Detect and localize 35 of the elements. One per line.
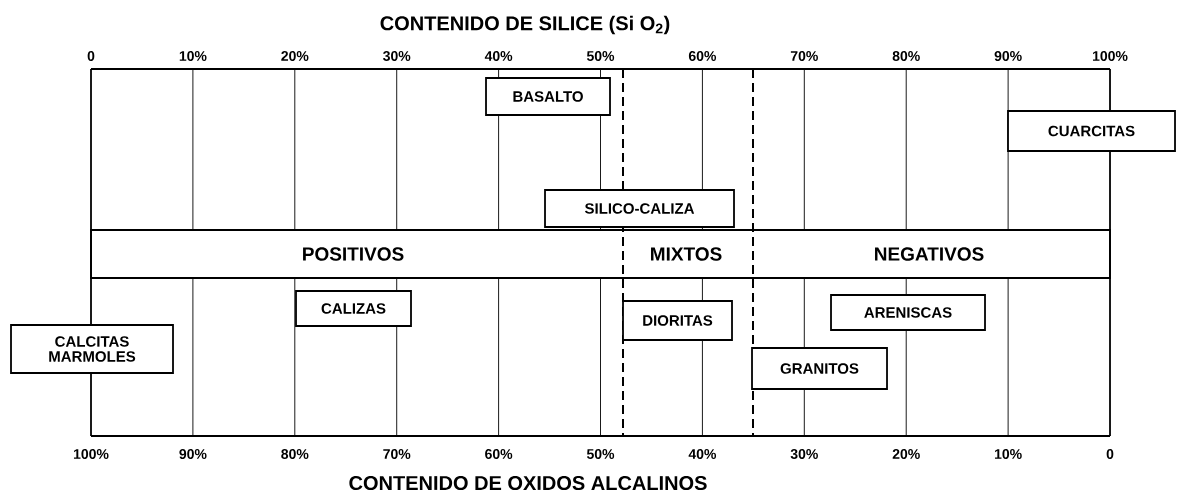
axis-title: CONTENIDO DE SILICE (Si O$_{2}$)	[380, 15, 670, 35]
tick-label: 40%	[484, 51, 513, 61]
rock-type-box: ARENISCAS	[830, 294, 986, 331]
tick-label: 90%	[179, 449, 207, 459]
rock-type-box: CALCITAS MARMOLES	[10, 324, 174, 374]
tick-label: 100%	[74, 449, 109, 459]
tick-label: 90%	[994, 51, 1022, 61]
rock-type-box: CALIZAS	[295, 290, 412, 327]
tick-label: 50%	[586, 51, 615, 61]
tick-label: 0	[1106, 449, 1114, 459]
tick-label: 80%	[281, 449, 309, 459]
tick-label: 60%	[485, 449, 513, 459]
tick-label: 70%	[383, 449, 411, 459]
rock-type-box: CUARCITAS	[1007, 110, 1176, 152]
tick-label: 0	[87, 51, 95, 61]
rock-type-box: DIORITAS	[622, 300, 733, 341]
rock-type-box: BASALTO	[485, 77, 611, 116]
tick-label: 20%	[892, 449, 920, 459]
band-label: MIXTOS	[651, 247, 722, 261]
tick-label: 100%	[1093, 51, 1128, 61]
band-label: NEGATIVOS	[875, 247, 984, 261]
tick-label: 60%	[688, 51, 717, 61]
axis-title: CONTENIDO DE OXIDOS ALCALINOS	[349, 475, 707, 491]
tick-label: 10%	[179, 51, 207, 61]
tick-label: 40%	[688, 449, 717, 459]
tick-label: 50%	[586, 449, 615, 459]
band-label: POSITIVOS	[303, 247, 404, 261]
tick-label: 30%	[790, 449, 818, 459]
tick-label: 10%	[995, 449, 1022, 459]
rock-type-box: GRANITOS	[751, 347, 888, 390]
rock-type-box: SILICO-CALIZA	[544, 189, 735, 228]
tick-label: 30%	[383, 51, 411, 61]
tick-label: 20%	[281, 51, 309, 61]
tick-label: 70%	[790, 51, 818, 61]
tick-label: 80%	[892, 51, 920, 61]
